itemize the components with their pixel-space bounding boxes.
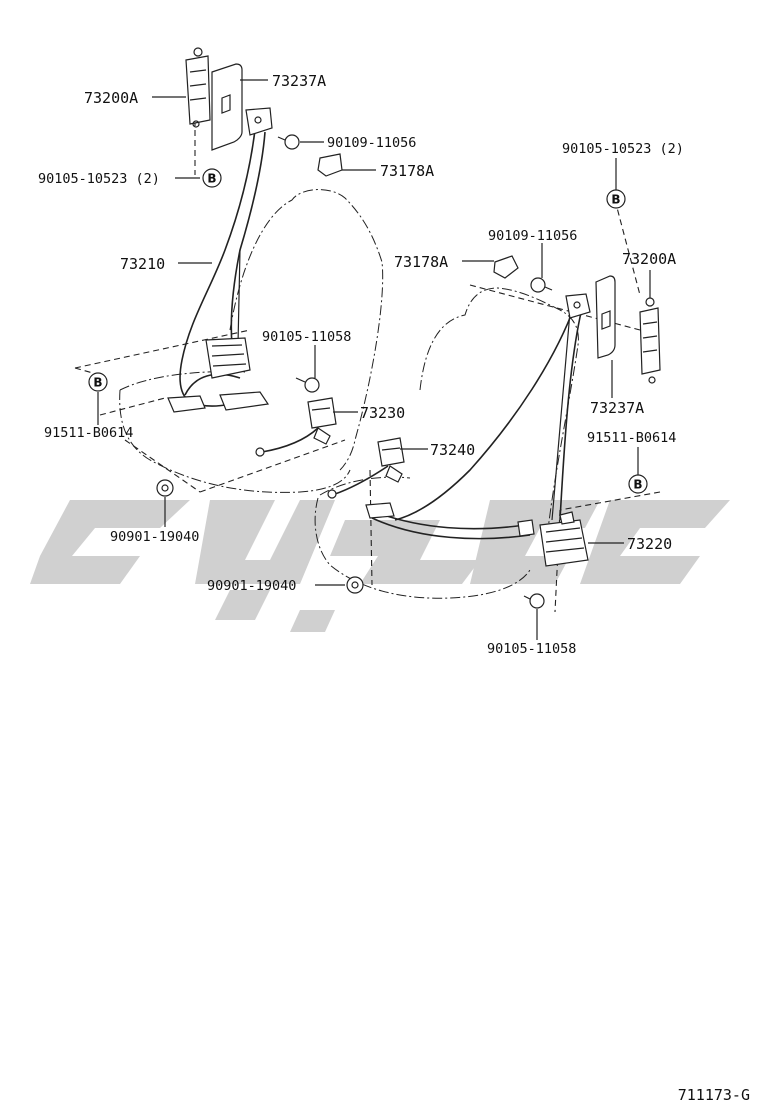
label-73237A-right: 73237A — [590, 399, 644, 417]
left-seat-assembly — [74, 47, 384, 497]
label-73220: 73220 — [627, 535, 672, 553]
label-73200A-right: 73200A — [622, 250, 676, 268]
badge-b-4: B — [633, 478, 642, 492]
reference-badges: B B B B — [88, 168, 648, 494]
label-73178A-left: 73178A — [380, 162, 434, 180]
figure-id: 711173-G — [678, 1086, 750, 1104]
label-90105-11058-left: 90105-11058 — [262, 329, 351, 345]
label-73237A-left: 73237A — [272, 72, 326, 90]
leader-lines — [97, 79, 651, 640]
badge-b-2: B — [93, 376, 102, 390]
label-73200A-left: 73200A — [84, 89, 138, 107]
label-73178A-right: 73178A — [394, 253, 448, 271]
label-90109-11056-left: 90109-11056 — [327, 135, 416, 151]
label-90105-11058-right: 90105-11058 — [487, 641, 576, 657]
badge-b-3: B — [611, 193, 620, 207]
label-90105-10523-left: 90105-10523 (2) — [38, 171, 160, 187]
label-90901-19040-right: 90901-19040 — [207, 578, 296, 594]
label-73240: 73240 — [430, 441, 475, 459]
badge-b-1: B — [207, 172, 216, 186]
label-73230: 73230 — [360, 404, 405, 422]
label-91511-B0614-left: 91511-B0614 — [44, 425, 133, 441]
label-73210: 73210 — [120, 255, 165, 273]
label-90105-10523-right: 90105-10523 (2) — [562, 141, 684, 157]
label-90901-19040-left: 90901-19040 — [110, 529, 199, 545]
callout-labels: 73200A 73237A 90109-11056 73178A 90105-1… — [38, 72, 684, 657]
label-91511-B0614-right: 91511-B0614 — [587, 430, 676, 446]
watermark-logo — [30, 500, 730, 632]
label-90109-11056-right: 90109-11056 — [488, 228, 577, 244]
right-seat-assembly — [314, 199, 661, 613]
